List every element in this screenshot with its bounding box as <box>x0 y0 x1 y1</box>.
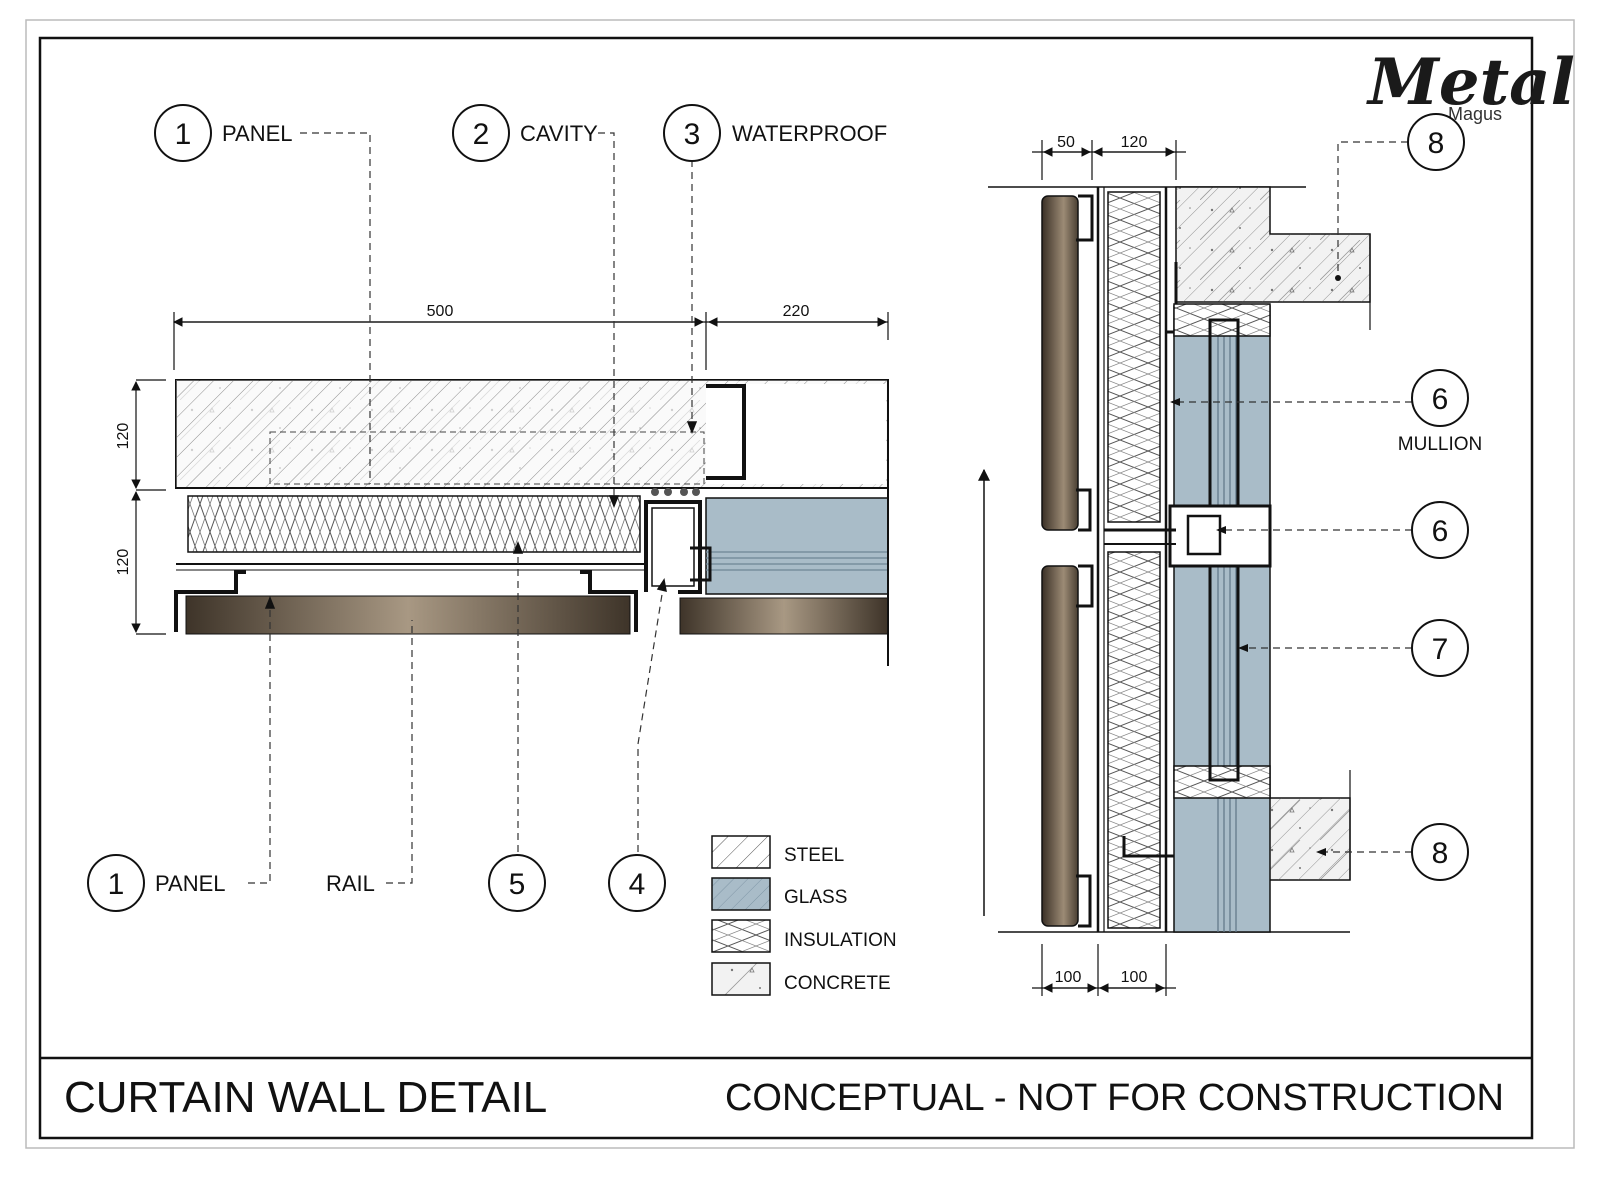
callout-6-number: 6 <box>1432 515 1449 548</box>
dim-section-top-b: 120 <box>1121 134 1148 151</box>
callout-7-number: 7 <box>1432 633 1449 666</box>
callout-1-top-label: PANEL <box>222 121 293 146</box>
section-dimensions <box>1032 140 1186 996</box>
dim-section-top-a: 50 <box>1057 134 1075 151</box>
callout-1-bottom-number: 1 <box>108 868 125 901</box>
title-block: CURTAIN WALL DETAIL CONCEPTUAL - NOT FOR… <box>64 1073 1504 1122</box>
callout-6: 6 <box>1411 501 1469 559</box>
dim-plan-width: 500 <box>427 303 454 320</box>
callout-3-number: 3 <box>684 118 701 151</box>
dim-plan-top-height: 120 <box>115 423 132 450</box>
callout-8-top-number: 8 <box>1428 127 1445 160</box>
callout-6-mullion-number: 6 <box>1432 383 1449 416</box>
callout-cavity: 2 CAVITY <box>452 104 598 162</box>
callout-6-mullion: 6 MULLION <box>1398 369 1482 455</box>
legend-label-insulation: INSULATION <box>784 930 897 951</box>
section-leaders <box>1172 141 1412 853</box>
legend-swatch-insulation <box>711 919 771 953</box>
callout-5-number: 5 <box>509 868 526 901</box>
dim-plan-right: 220 <box>783 303 810 320</box>
callout-2-number: 2 <box>473 118 490 151</box>
brand-logo: Metal Magus <box>1366 45 1575 124</box>
callout-8-top: 8 <box>1407 113 1465 171</box>
legend-label-glass: GLASS <box>784 887 847 908</box>
dim-plan-bottom-height: 120 <box>115 549 132 576</box>
callout-4: 4 <box>608 854 666 912</box>
callout-2-label: CAVITY <box>520 121 598 146</box>
callout-6-mullion-label: MULLION <box>1398 434 1482 455</box>
callout-8-bottom-number: 8 <box>1432 837 1449 870</box>
drawing-note: CONCEPTUAL - NOT FOR CONSTRUCTION <box>725 1077 1504 1119</box>
callout-7: 7 <box>1411 619 1469 677</box>
callout-panel-bottom: 1 PANEL <box>87 854 226 912</box>
drawing-title: CURTAIN WALL DETAIL <box>64 1073 547 1122</box>
plan-dimensions <box>131 312 889 635</box>
callout-1-top-number: 1 <box>175 118 192 151</box>
brand-name: Metal <box>1366 45 1575 120</box>
dim-section-bottom-a: 100 <box>1055 969 1082 986</box>
callout-5: 5 <box>488 854 546 912</box>
plan-detail <box>174 379 889 666</box>
legend-swatch-steel <box>711 835 771 869</box>
plan-leaders <box>248 132 693 884</box>
legend: STEEL GLASS INSULATION CONCRETE <box>711 835 897 996</box>
legend-swatch-glass <box>711 877 771 911</box>
callout-8-bottom: 8 <box>1411 823 1469 881</box>
callout-1-bottom-label: PANEL <box>155 871 226 896</box>
callout-panel-top: 1 PANEL <box>154 104 293 162</box>
callout-4-number: 4 <box>629 868 646 901</box>
legend-label-steel: STEEL <box>784 845 844 866</box>
callout-waterproof: 3 WATERPROOF <box>663 104 887 162</box>
legend-swatch-concrete <box>711 962 771 996</box>
dim-section-bottom-b: 100 <box>1121 969 1148 986</box>
brand-sub: Magus <box>1448 104 1502 124</box>
legend-label-concrete: CONCRETE <box>784 973 891 994</box>
rail-label: RAIL <box>326 871 375 896</box>
section-detail <box>978 186 1371 933</box>
callout-3-label: WATERPROOF <box>732 121 887 146</box>
